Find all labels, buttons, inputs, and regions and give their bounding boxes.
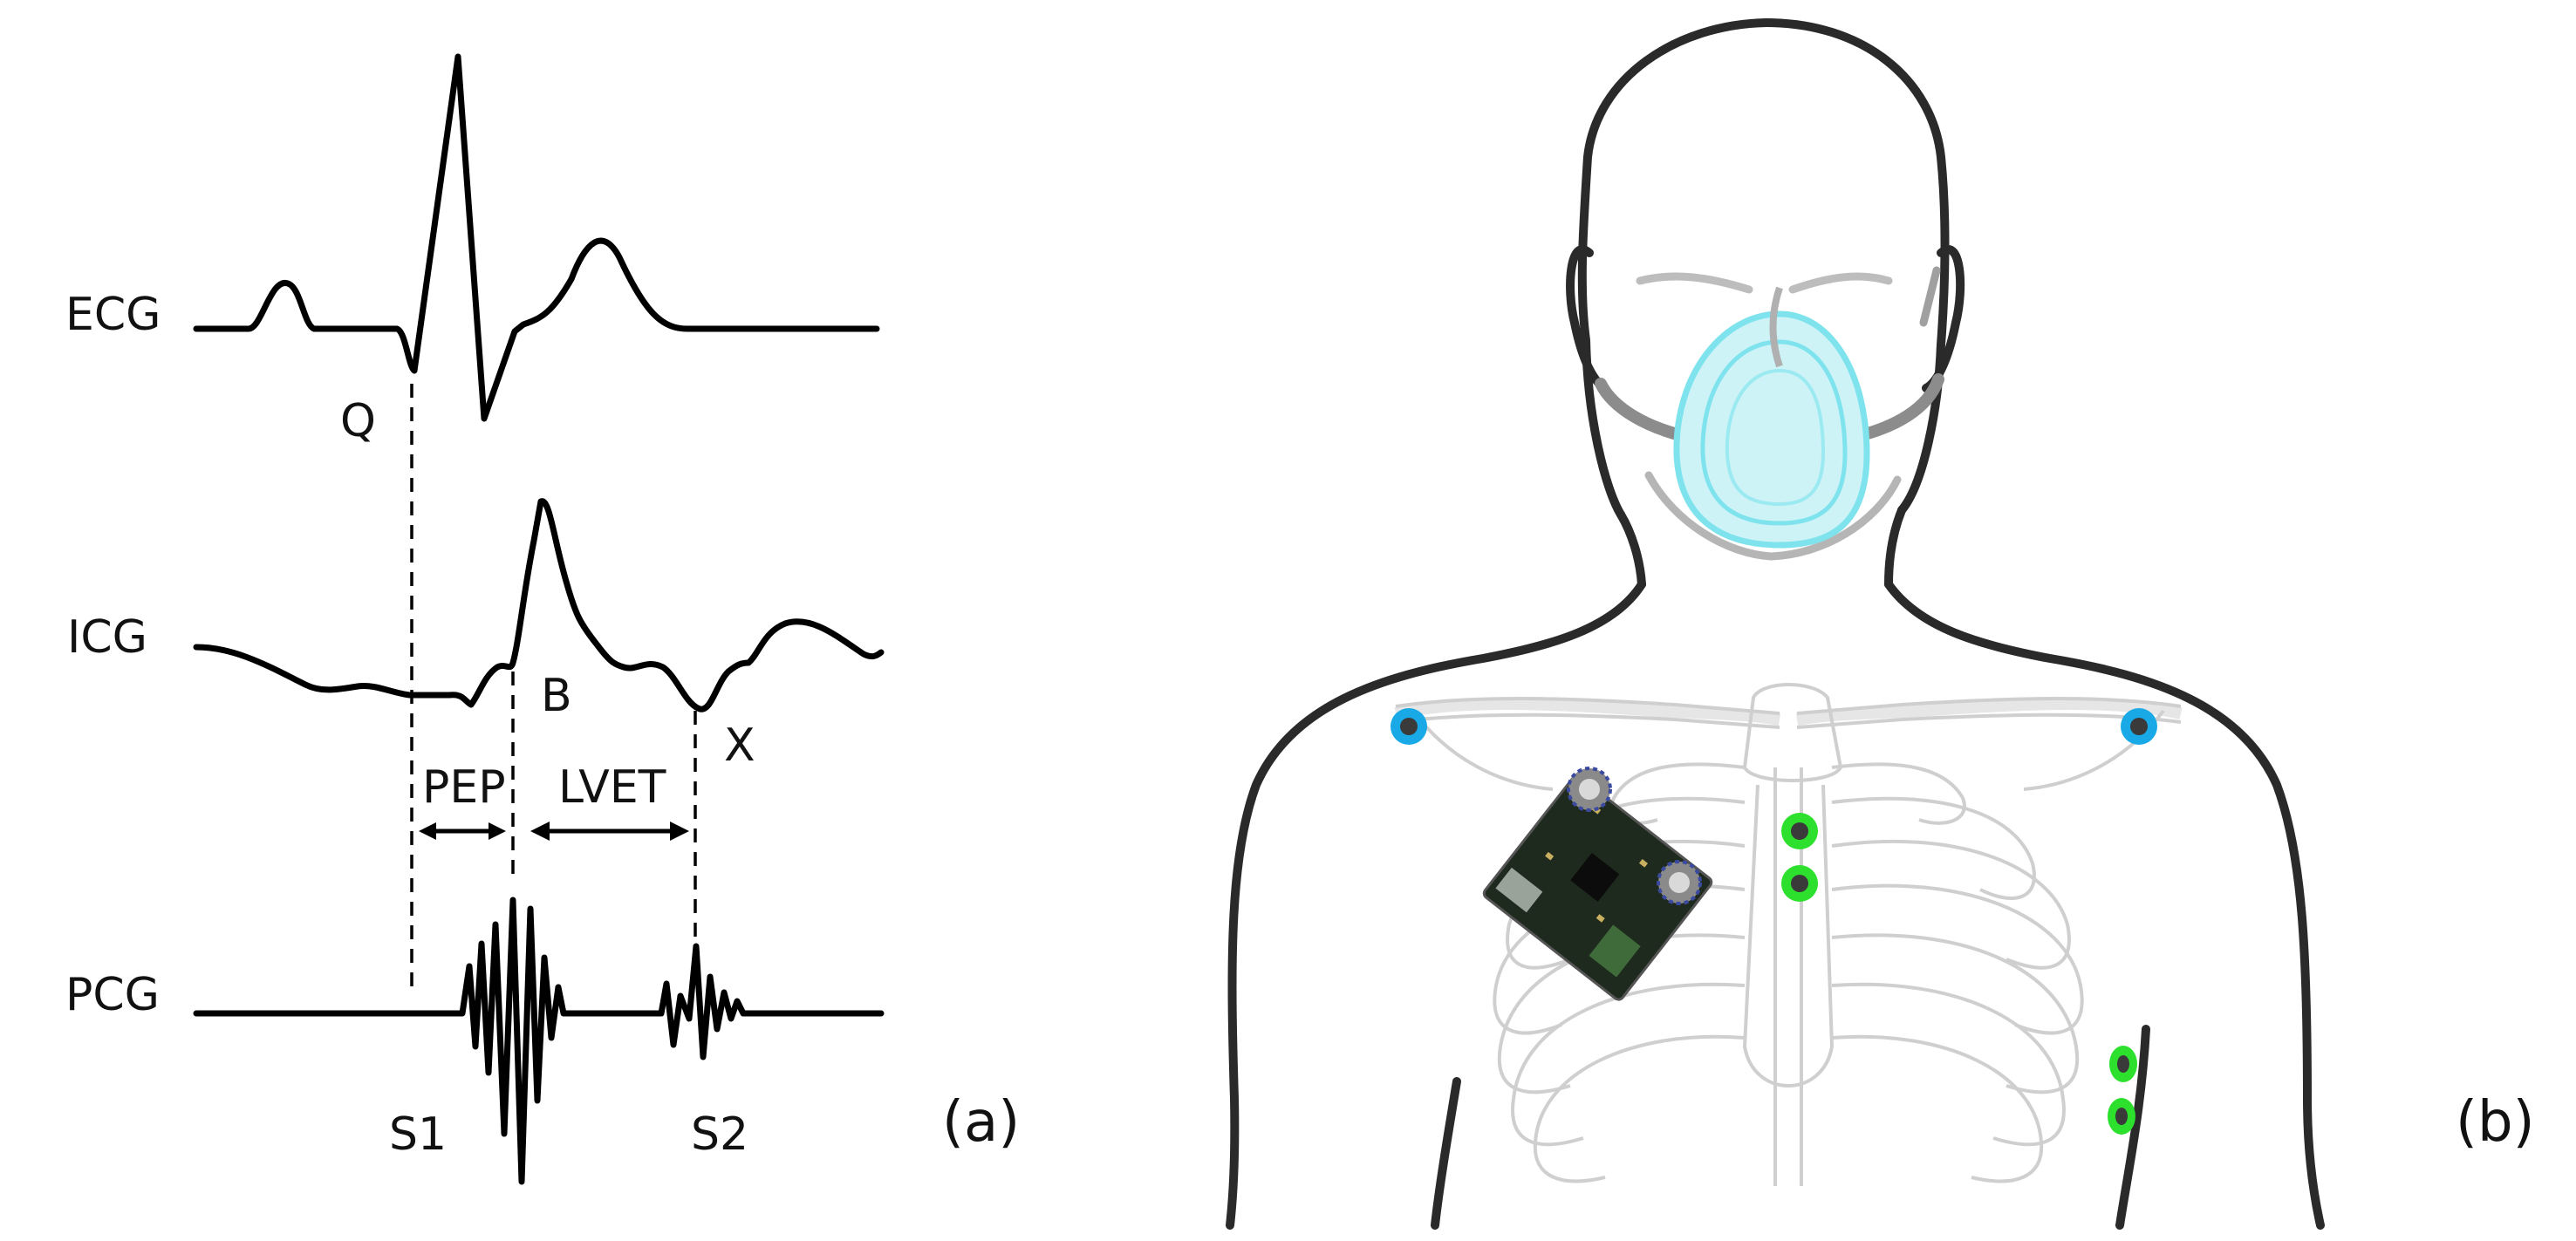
right-eye [1788, 272, 1893, 294]
right-rib-6 [1831, 982, 2066, 1147]
electrode-core [1791, 822, 1808, 840]
s2-label: S2 [691, 1108, 748, 1161]
left-ear [1566, 245, 1609, 392]
left-rib-1 [1610, 762, 1746, 825]
mask-inner [1700, 339, 1848, 526]
icg-waveform [193, 498, 885, 713]
panel-a-label: (a) [942, 1090, 1020, 1155]
left-rib-7 [1533, 1034, 1746, 1183]
b-label: B [541, 670, 572, 722]
electrode-core [2130, 718, 2148, 735]
ribcage-icon [1394, 683, 2183, 1186]
pcb-connector [1495, 867, 1543, 913]
electrode-core [2117, 1055, 2129, 1073]
s1-label: S1 [389, 1108, 447, 1161]
head-outline [1577, 18, 1950, 519]
right-strap [1852, 373, 1944, 442]
right-rib-5 [1831, 933, 2080, 1094]
nose-hint [1769, 286, 1783, 368]
left-shoulder [1226, 580, 1646, 1230]
left-arm-inner [1431, 1077, 1461, 1230]
lvet-label: LVET [558, 761, 666, 814]
face-features [1636, 266, 1941, 561]
left-cheek [1919, 266, 1941, 327]
electrode-core [2115, 1108, 2128, 1125]
chin-line [1644, 471, 1902, 561]
lvet-arrowhead-left [530, 822, 550, 841]
ecg-waveform [193, 53, 880, 422]
pcb-chip [1570, 852, 1620, 903]
left-rib-6 [1511, 982, 1746, 1147]
right-shoulder [1884, 580, 2325, 1230]
oxygen-mask-icon [1673, 286, 1870, 549]
right-rib-3 [1831, 839, 2071, 970]
lvet-arrowhead-right [670, 822, 689, 841]
mask-core [1725, 368, 1826, 507]
right-clavicle [1795, 698, 2183, 726]
electrode-core [1400, 718, 1418, 735]
panel-a-guides [410, 384, 697, 990]
right-rib-2 [1831, 796, 2036, 900]
q-label: Q [340, 395, 376, 447]
left-clavicle-outline [1395, 697, 1780, 729]
panel-b: (b) [1226, 18, 2535, 1230]
pcg-waveform [193, 897, 885, 1185]
left-eye [1636, 272, 1753, 294]
sternum-body [1742, 784, 1835, 1088]
pep-arrowhead-left [419, 822, 436, 840]
right-rib-4 [1831, 883, 2084, 1035]
left-clavicle [1394, 698, 1781, 726]
right-rib-7 [1831, 1034, 2044, 1183]
sternum [1742, 683, 1843, 782]
electrode-core [1791, 875, 1808, 892]
human-silhouette-icon [1226, 18, 2325, 1230]
panel-a [193, 53, 885, 1185]
pcg-label: PCG [65, 969, 160, 1021]
left-strap [1595, 378, 1690, 442]
pep-arrowhead-right [489, 822, 506, 840]
left-scapula [1411, 709, 1554, 791]
right-arm-inner [2115, 1025, 2150, 1230]
green-electrodes [1781, 813, 2137, 1135]
mask-straps [1595, 373, 1944, 442]
panel-b-label: (b) [2456, 1090, 2535, 1155]
neck-left [1616, 510, 1646, 589]
pep-label: PEP [422, 761, 506, 814]
right-rib-1 [1831, 762, 1966, 825]
pcb-module [1589, 924, 1641, 978]
ecg-label: ECG [65, 289, 161, 341]
pcb-electrode-right-core [1669, 872, 1690, 893]
x-label: X [724, 719, 755, 772]
interval-arrows [419, 822, 689, 841]
blue-electrodes [1390, 708, 2157, 745]
icg-label: ICG [67, 611, 147, 664]
neck-right [1884, 506, 1906, 589]
pcb-electrode-top-core [1579, 779, 1600, 800]
